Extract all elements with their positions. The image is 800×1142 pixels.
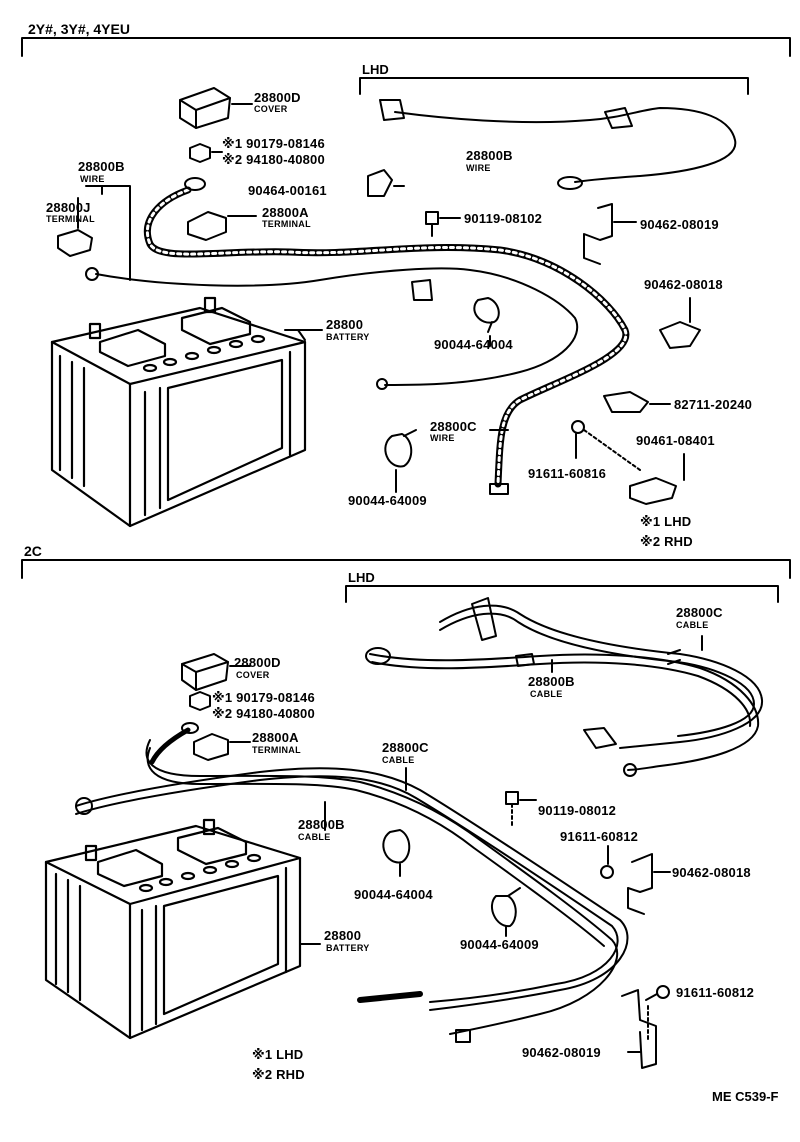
callout-90462-08019: 90462-08019	[640, 217, 719, 232]
callout-28800B-cable-lhd: 28800B	[528, 674, 575, 689]
callout-28800B-lhd: 28800B	[466, 148, 513, 163]
callout-94180-40800: ※2 94180-40800	[222, 152, 325, 167]
callout-28800C-cable-desc: CABLE	[382, 755, 415, 765]
wire-28800B-lhd	[394, 107, 737, 183]
cable-28800B-lhd	[369, 653, 760, 771]
section2-lhd-bracket	[345, 585, 779, 603]
callout-28800-battery-desc: BATTERY	[326, 332, 370, 342]
cable-28800C-lhd	[439, 604, 764, 749]
section2-lhd-label: LHD	[348, 570, 375, 585]
callout-28800B-wire-desc: WIRE	[80, 174, 105, 184]
callout-90179-08146-2c: ※1 90179-08146	[212, 690, 315, 705]
callout-90464-00161: 90464-00161	[248, 183, 327, 198]
callout-90462-08018: 90462-08018	[644, 277, 723, 292]
callout-28800-battery-2c-desc: BATTERY	[326, 943, 370, 953]
callout-94180-40800-2c: ※2 94180-40800	[212, 706, 315, 721]
callout-28800A-desc: TERMINAL	[262, 219, 311, 229]
clip-icon	[367, 169, 393, 197]
callout-28800A-2c: 28800A	[252, 730, 299, 745]
callout-90179-08146: ※1 90179-08146	[222, 136, 325, 151]
washer-icon	[571, 420, 585, 434]
note-lhd: ※1 LHD	[640, 514, 692, 529]
callout-28800-battery: 28800	[326, 317, 364, 332]
band-icon	[384, 429, 417, 468]
nut-icon	[189, 691, 211, 711]
section1-bracket	[21, 37, 791, 57]
callout-90044-64009: 90044-64009	[348, 493, 427, 508]
callout-90044-64009-2c: 90044-64009	[460, 937, 539, 952]
callout-28800C-cable-lhd-desc: CABLE	[676, 620, 709, 630]
callout-90462-08018-2c: 90462-08018	[672, 865, 751, 880]
callout-28800-battery-2c: 28800	[324, 928, 362, 943]
note-lhd-2c: ※1 LHD	[252, 1047, 304, 1062]
bolt-icon	[505, 791, 519, 805]
callout-90044-64004-2c: 90044-64004	[354, 887, 433, 902]
bracket-icon	[621, 989, 657, 1069]
callout-28800D: 28800D	[254, 90, 301, 105]
washer-icon	[656, 985, 670, 999]
bracket-icon	[629, 477, 677, 505]
battery-icon	[44, 818, 302, 1040]
washer-icon	[600, 865, 614, 879]
terminal-j-icon	[57, 229, 93, 257]
bracket-icon	[627, 853, 653, 915]
callout-28800C-wire: 28800C	[430, 419, 477, 434]
callout-28800A-2c-desc: TERMINAL	[252, 745, 301, 755]
callout-90462-08019-2c: 90462-08019	[522, 1045, 601, 1060]
callout-90044-64004: 90044-64004	[434, 337, 513, 352]
cover-icon	[179, 87, 231, 129]
callout-28800D-2c-desc: COVER	[236, 670, 270, 680]
cover-icon	[181, 653, 229, 691]
bracket-icon	[583, 203, 613, 265]
figure-code: ME C539-F	[712, 1089, 779, 1104]
callout-28800B-wire: 28800B	[78, 159, 125, 174]
callout-28800J-desc: TERMINAL	[46, 214, 95, 224]
bracket-icon	[603, 391, 649, 413]
battery-icon	[50, 296, 307, 528]
note-rhd-2c: ※2 RHD	[252, 1067, 305, 1082]
callout-28800B-cable-desc: CABLE	[298, 832, 331, 842]
callout-28800A: 28800A	[262, 205, 309, 220]
callout-28800J: 28800J	[46, 200, 91, 215]
section1-header: 2Y#, 3Y#, 4YEU	[28, 21, 130, 37]
callout-90119-08012: 90119-08012	[538, 803, 617, 818]
callout-28800C-cable: 28800C	[382, 740, 429, 755]
callout-91611-60812-2: 91611-60812	[676, 985, 755, 1000]
callout-28800D-desc: COVER	[254, 104, 288, 114]
callout-28800B-cable: 28800B	[298, 817, 345, 832]
band-icon	[473, 297, 500, 333]
cable-28800B	[145, 739, 619, 1035]
callout-90119-08102: 90119-08102	[464, 211, 543, 226]
callout-90461-08401: 90461-08401	[636, 433, 715, 448]
band-icon	[382, 829, 411, 864]
callout-28800D-2c: 28800D	[234, 655, 281, 670]
callout-28800B-cable-lhd-desc: CABLE	[530, 689, 563, 699]
bolt-icon	[425, 211, 439, 237]
note-rhd: ※2 RHD	[640, 534, 693, 549]
callout-28800C-cable-lhd: 28800C	[676, 605, 723, 620]
callout-28800C-wire-desc: WIRE	[430, 433, 455, 443]
section1-lhd-bracket	[359, 77, 749, 95]
section2-header: 2C	[24, 543, 42, 559]
terminal-icon	[193, 733, 229, 761]
callout-91611-60812: 91611-60812	[560, 829, 639, 844]
terminal-icon	[187, 211, 227, 241]
band-icon	[491, 887, 521, 928]
bracket-icon	[659, 321, 701, 349]
nut-icon	[189, 143, 211, 163]
callout-82711-20240: 82711-20240	[674, 397, 753, 412]
wire-28800B-left	[95, 267, 578, 386]
section1-lhd-label: LHD	[362, 62, 389, 77]
section2-bracket	[21, 559, 791, 579]
callout-91611-60816: 91611-60816	[528, 466, 607, 481]
callout-28800B-lhd-desc: WIRE	[466, 163, 491, 173]
